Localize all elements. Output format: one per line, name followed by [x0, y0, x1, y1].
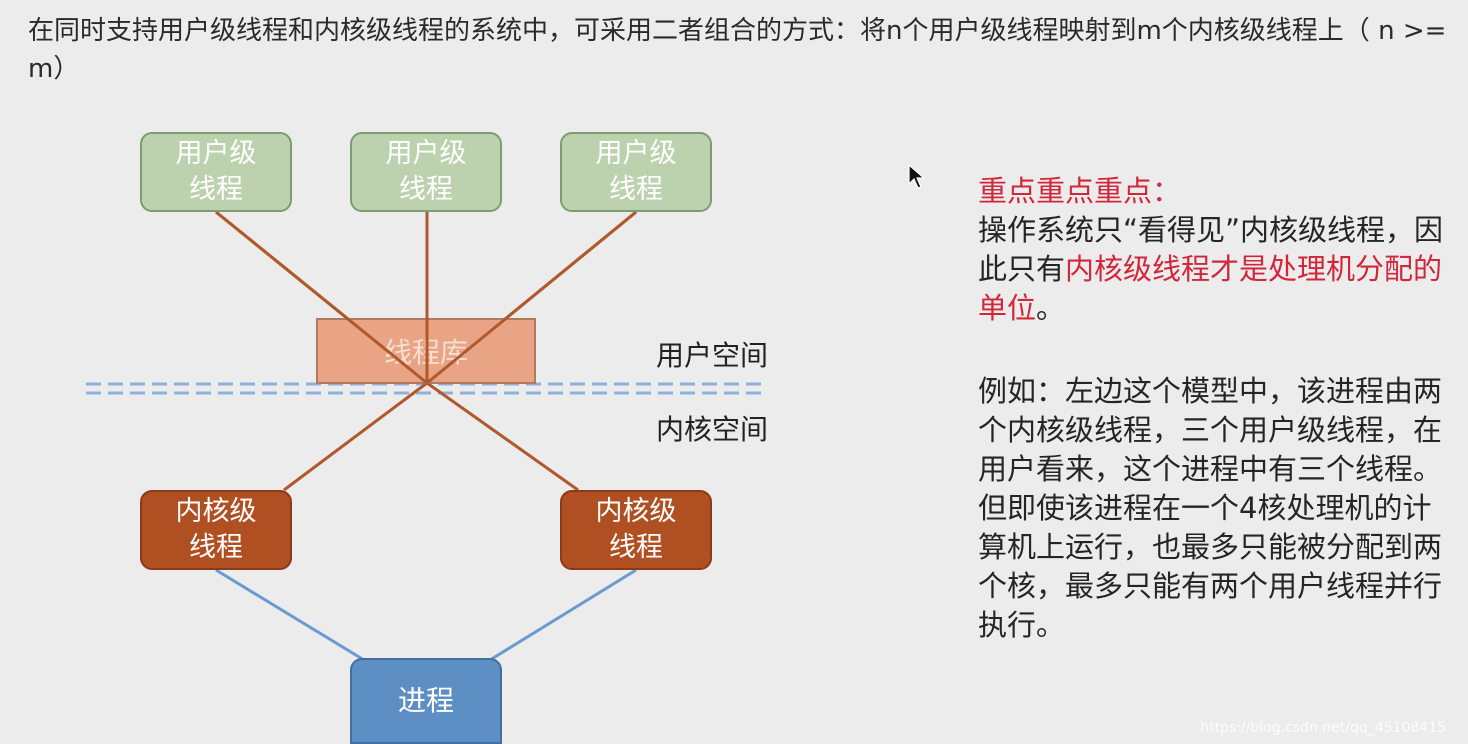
- key-note: 重点重点重点： 操作系统只“看得见”内核级线程，因此只有内核级线程才是处理机分配…: [978, 172, 1448, 328]
- process-box: 进程: [350, 658, 502, 744]
- user-thread-1: 用户级 线程: [140, 132, 292, 212]
- user-thread-2: 用户级 线程: [350, 132, 502, 212]
- user-thread-3: 用户级 线程: [560, 132, 712, 212]
- thread-library: 线程库: [316, 318, 536, 384]
- line-proc2: [489, 568, 637, 662]
- kernel-space-label: 内核空间: [656, 413, 769, 446]
- line-kernel2: [426, 381, 579, 492]
- intro-text: 在同时支持用户级线程和内核级线程的系统中，可采用二者组合的方式：将n个用户级线程…: [28, 16, 1447, 84]
- kernel-thread-2: 内核级 线程: [560, 490, 712, 570]
- note-heading: 重点重点重点：: [978, 174, 1182, 208]
- watermark: https://blog.csdn.net/qq_45108415: [1200, 720, 1446, 736]
- note-para1: 操作系统只“看得见”内核级线程，因此只有内核级线程才是处理机分配的单位。: [978, 213, 1444, 325]
- kernel-thread-1: 内核级 线程: [140, 490, 292, 570]
- mouse-cursor-icon: [908, 164, 926, 189]
- example-note: 例如：左边这个模型中，该进程由两个内核级线程，三个用户级线程，在用户看来，这个进…: [978, 374, 1443, 642]
- line-kernel1: [283, 381, 428, 492]
- user-space-label: 用户空间: [656, 339, 769, 372]
- line-proc1: [215, 568, 365, 662]
